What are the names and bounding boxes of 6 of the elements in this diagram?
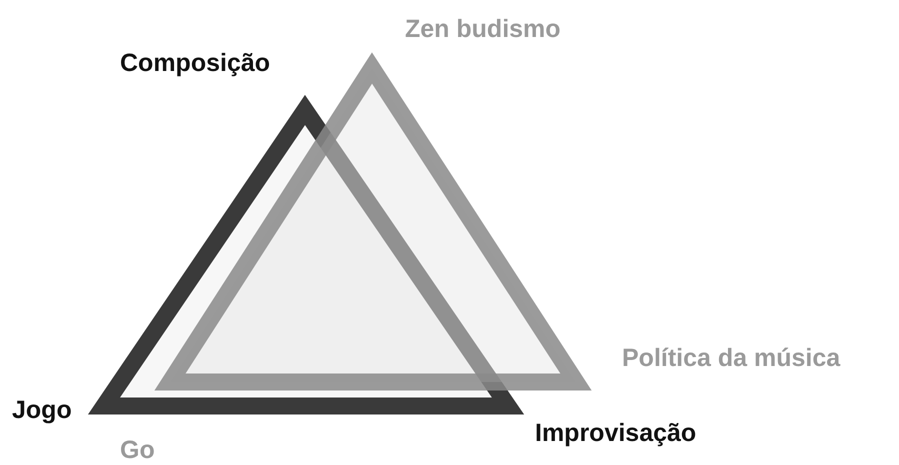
vertex-label: Zen budismo xyxy=(405,14,561,44)
vertex-label: Jogo xyxy=(12,395,72,425)
vertex-label: Improvisação xyxy=(535,418,696,448)
vertex-label: Política da música xyxy=(622,343,840,373)
vertex-label: Go xyxy=(120,435,155,465)
vertex-label: Composição xyxy=(120,48,270,78)
